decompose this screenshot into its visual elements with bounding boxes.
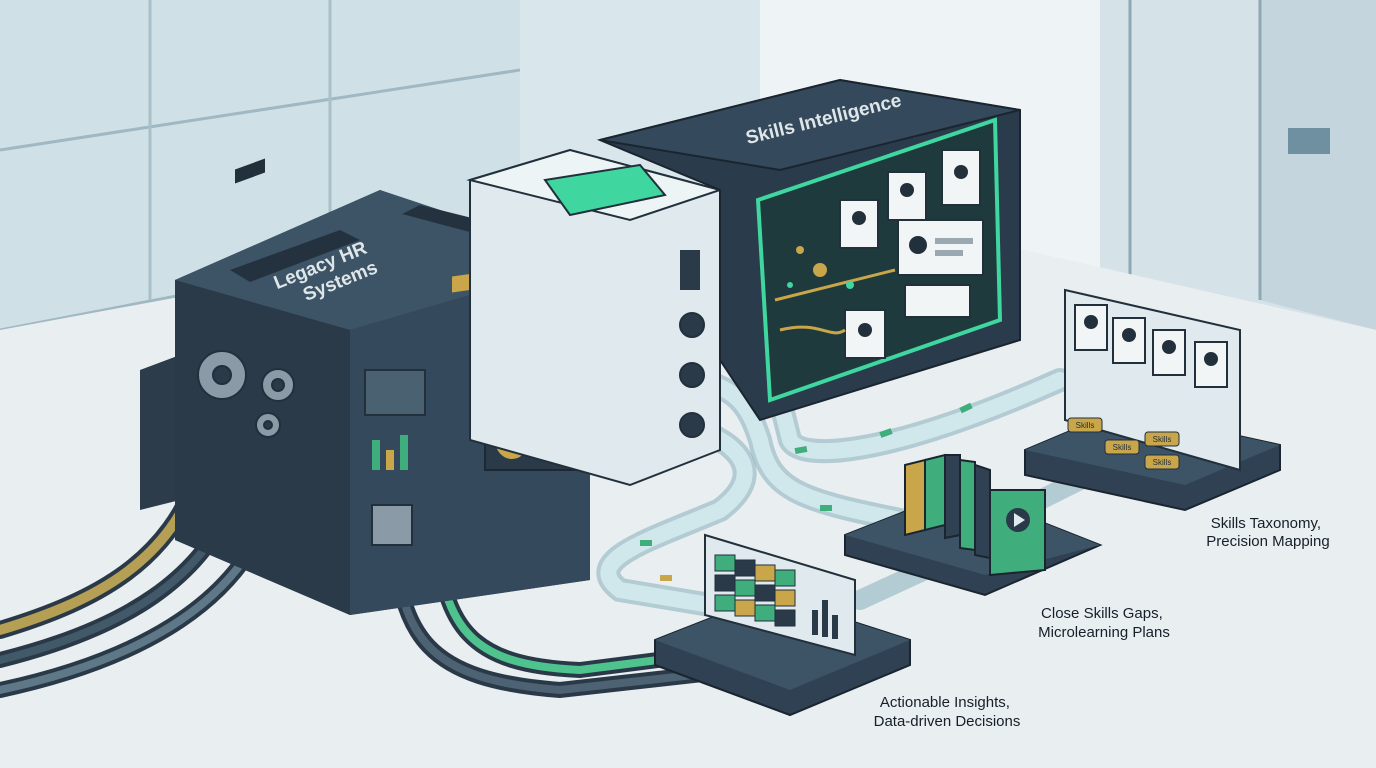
caption-taxonomy-line2: Precision Mapping [1206,533,1329,550]
caption-insights-line1: Actionable Insights, [880,694,1010,711]
svg-text:Close Skills Gaps, Micro: Close Skills Gaps, Microlearning Plans [1038,605,1170,641]
chip-label: Skills [1153,458,1172,467]
svg-text:Actionable Insights, Dat: Actionable Insights, Data-driven Decisio… [874,694,1021,730]
chip-label: Skills [1153,435,1172,444]
book-stack [904,453,1046,577]
mini-bar-chart [812,600,838,639]
person-icon [839,149,984,359]
caption-learning-line1: Close Skills Gaps, [1041,605,1163,622]
connector-module [466,148,724,487]
play-icon [1006,508,1030,532]
skills-taxonomy-platform: Skills Skills Skills Skills Skills Taxon… [1024,288,1330,550]
chip-label: Skills [1113,443,1132,452]
skill-chips: Skills Skills Skills Skills [1067,417,1180,470]
svg-text:Skills Taxonomy, Precisi: Skills Taxonomy, Precision Mapping [1206,515,1329,550]
insights-platform: Actionable Insights, Data-driven Decisio… [654,533,1021,730]
chip-label: Skills [1076,421,1095,430]
caption-insights-line2: Data-driven Decisions [874,713,1021,730]
learning-platform: Close Skills Gaps, Microlearning Plans [844,453,1170,641]
heatmap-grid [714,554,796,627]
gear-icon [197,350,295,438]
caption-learning-line2: Microlearning Plans [1038,624,1170,641]
caption-taxonomy-line1: Skills Taxonomy, [1211,515,1321,532]
skills-intelligence-machine: Skills Intelligence [596,78,1021,422]
